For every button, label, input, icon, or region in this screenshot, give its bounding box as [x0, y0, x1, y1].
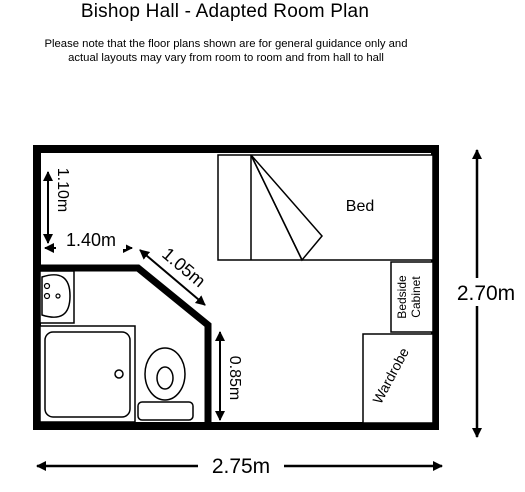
- dimension-room-width-label-bg: [198, 451, 284, 479]
- dimension-bathroom-horizontal-label-bg: [56, 229, 126, 249]
- bedside-cabinet-box: [390, 261, 434, 333]
- shower: [39, 325, 136, 423]
- disclaimer-note: Please note that the floor plans shown a…: [0, 37, 452, 65]
- shower-tray: [44, 331, 131, 418]
- dimension-room-width: 2.75m: [36, 451, 443, 479]
- dimension-bathroom-vertical-label: 1.10m: [54, 168, 71, 212]
- toilet: [137, 347, 194, 421]
- toilet-bowl: [144, 347, 186, 401]
- disclaimer-line-2: actual layouts may vary from room to roo…: [68, 52, 384, 64]
- dimension-room-height: 2.70m: [448, 149, 524, 438]
- shower-outer: [39, 325, 136, 423]
- shower-drain: [114, 369, 124, 379]
- bedside-label-line-2: Cabinet: [409, 276, 423, 318]
- dimension-bathroom-side: 0.85m: [215, 331, 243, 421]
- dimension-bathroom-diagonal-label: 1.05m: [158, 244, 209, 291]
- dimension-room-width-label: 2.75m: [212, 455, 270, 478]
- bed: Bed: [217, 154, 434, 262]
- dimension-bathroom-horizontal-label: 1.40m: [66, 230, 116, 250]
- dimension-room-height-label-bg: [448, 278, 524, 306]
- dimension-bathroom-side-label: 0.85m: [226, 356, 243, 400]
- dimension-room-height-label: 2.70m: [457, 282, 515, 305]
- sink-tap-1: [43, 282, 51, 290]
- wardrobe-box: [362, 333, 434, 424]
- disclaimer-line-1: Please note that the floor plans shown a…: [44, 38, 408, 50]
- room-outer-wall: [33, 145, 439, 430]
- bedside-label-line-1: Bedside: [395, 275, 409, 319]
- plan-title: Bishop Hall - Adapted Room Plan: [80, 1, 370, 22]
- sink-counter: [39, 270, 75, 324]
- toilet-seat-opening: [156, 366, 174, 390]
- dimension-bathroom-horizontal: 1.40m: [44, 229, 133, 253]
- dimension-bathroom-diagonal-arrow: [139, 249, 206, 306]
- sink-tap-2: [43, 292, 51, 300]
- bedside-cabinet: Bedside Cabinet: [390, 261, 434, 333]
- bed-fold-crease: [250, 154, 303, 261]
- wardrobe: Wardrobe: [362, 333, 434, 424]
- sink-basin: [41, 274, 71, 318]
- toilet-cistern: [137, 401, 194, 421]
- dimension-bathroom-vertical: 1.10m: [43, 168, 71, 244]
- sink: [39, 270, 75, 324]
- bed-label: Bed: [346, 198, 374, 215]
- bed-frame: [217, 154, 434, 261]
- sink-drain: [55, 293, 61, 299]
